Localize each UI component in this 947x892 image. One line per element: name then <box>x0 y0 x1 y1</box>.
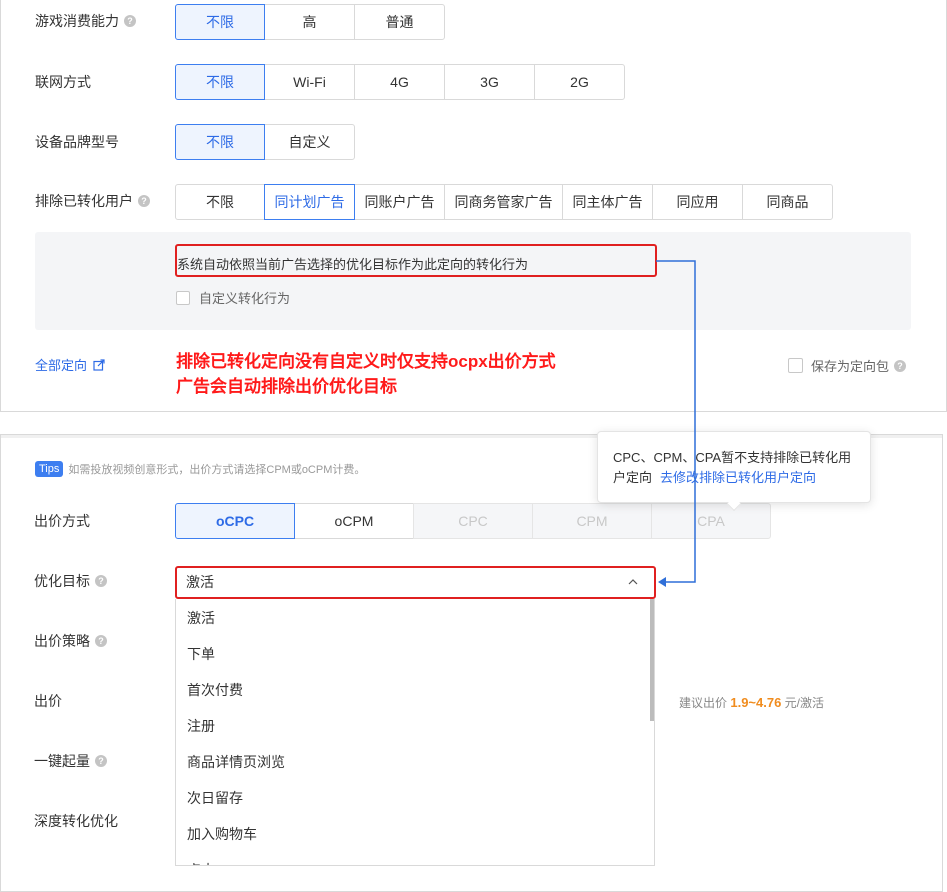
tips-badge: Tips <box>35 461 64 477</box>
one-click-boost-label: 一键起量 ? <box>34 751 107 771</box>
bid-label: 出价 <box>34 693 62 709</box>
optimization-target-dropdown: 激活 下单 首次付费 注册 商品详情页浏览 次日留存 加入购物车 点击 <box>175 599 655 866</box>
option-high[interactable]: 高 <box>264 4 355 40</box>
edit-exclusion-link[interactable]: 去修改排除已转化用户定向 <box>660 470 817 485</box>
dropdown-option[interactable]: 加入购物车 <box>187 826 257 842</box>
option-unlimited[interactable]: 不限 <box>175 64 265 100</box>
option-same-entity[interactable]: 同主体广告 <box>562 184 653 220</box>
deep-conversion-label: 深度转化优化 <box>34 813 118 829</box>
game-consumption-label: 游戏消费能力 ? <box>35 11 136 31</box>
dropdown-option[interactable]: 点击 <box>187 860 215 865</box>
save-package-checkbox[interactable]: 保存为定向包 ? <box>788 356 907 375</box>
help-icon[interactable]: ? <box>894 359 907 372</box>
optimization-target-select[interactable]: 激活 <box>177 568 653 596</box>
dropdown-option[interactable]: 次日留存 <box>187 790 243 806</box>
auto-conversion-note: 系统自动依照当前广告选择的优化目标作为此定向的转化行为 <box>177 257 529 272</box>
suggested-bid: 建议出价 1.9~4.76 元/激活 <box>679 695 825 710</box>
tips-row: Tips 如需投放视频创意形式，出价方式请选择CPM或oCPM计费。 <box>35 461 365 477</box>
divider <box>1 435 942 438</box>
checkbox[interactable] <box>176 290 190 305</box>
option-same-app[interactable]: 同应用 <box>652 184 743 220</box>
help-icon[interactable]: ? <box>138 195 150 207</box>
optimization-target-label: 优化目标 ? <box>34 571 107 591</box>
dropdown-option[interactable]: 激活 <box>187 610 215 626</box>
device-brand-selector: 不限 自定义 <box>175 124 355 160</box>
option-normal[interactable]: 普通 <box>354 4 445 40</box>
help-icon[interactable]: ? <box>95 635 107 647</box>
help-icon[interactable]: ? <box>95 575 107 587</box>
option-unlimited[interactable]: 不限 <box>175 184 265 220</box>
option-same-business-manager[interactable]: 同商务管家广告 <box>444 184 563 220</box>
annotation-text: 排除已转化定向没有自定义时仅支持ocpx出价方式 广告会自动排除出价优化目标 <box>176 352 556 396</box>
option-ocpc[interactable]: oCPC <box>175 503 295 539</box>
option-same-plan[interactable]: 同计划广告 <box>264 184 355 220</box>
option-cpa: CPA <box>651 503 771 539</box>
chevron-up-icon <box>628 579 638 585</box>
help-icon[interactable]: ? <box>124 15 136 27</box>
network-label: 联网方式 <box>35 74 91 90</box>
scrollbar[interactable] <box>650 599 654 721</box>
option-4g[interactable]: 4G <box>354 64 445 100</box>
option-ocpm[interactable]: oCPM <box>294 503 414 539</box>
option-cpm: CPM <box>532 503 652 539</box>
all-targeting-link[interactable]: 全部定向 <box>35 355 105 374</box>
option-unlimited[interactable]: 不限 <box>175 4 265 40</box>
option-custom[interactable]: 自定义 <box>264 124 355 160</box>
suggested-bid-range: 1.9~4.76 <box>730 695 782 710</box>
custom-conversion-checkbox[interactable]: 自定义转化行为 <box>176 288 290 307</box>
dropdown-option[interactable]: 下单 <box>187 646 215 662</box>
external-link-icon <box>93 358 105 371</box>
checkbox[interactable] <box>788 358 803 373</box>
option-3g[interactable]: 3G <box>444 64 535 100</box>
option-wifi[interactable]: Wi-Fi <box>264 64 355 100</box>
conversion-settings-box <box>35 232 911 330</box>
option-same-product[interactable]: 同商品 <box>742 184 833 220</box>
bid-method-label: 出价方式 <box>34 513 90 529</box>
exclude-converted-label: 排除已转化用户 ? <box>35 191 150 211</box>
game-consumption-selector: 不限 高 普通 <box>175 4 445 40</box>
dropdown-option[interactable]: 商品详情页浏览 <box>187 754 285 770</box>
bid-method-selector: oCPC oCPM CPC CPM CPA <box>175 503 771 539</box>
device-brand-label: 设备品牌型号 <box>35 134 119 150</box>
option-unlimited[interactable]: 不限 <box>175 124 265 160</box>
network-selector: 不限 Wi-Fi 4G 3G 2G <box>175 64 625 100</box>
dropdown-option[interactable]: 首次付费 <box>187 682 243 698</box>
bid-strategy-label: 出价策略 ? <box>34 631 107 651</box>
option-same-account[interactable]: 同账户广告 <box>354 184 445 220</box>
help-icon[interactable]: ? <box>95 755 107 767</box>
targeting-panel: 游戏消费能力 ? 不限 高 普通 联网方式 不限 Wi-Fi 4G 3G 2G … <box>0 0 947 412</box>
option-2g[interactable]: 2G <box>534 64 625 100</box>
dropdown-option[interactable]: 注册 <box>187 718 215 734</box>
exclude-converted-selector: 不限 同计划广告 同账户广告 同商务管家广告 同主体广告 同应用 同商品 <box>175 184 833 220</box>
highlight-box <box>175 566 656 599</box>
